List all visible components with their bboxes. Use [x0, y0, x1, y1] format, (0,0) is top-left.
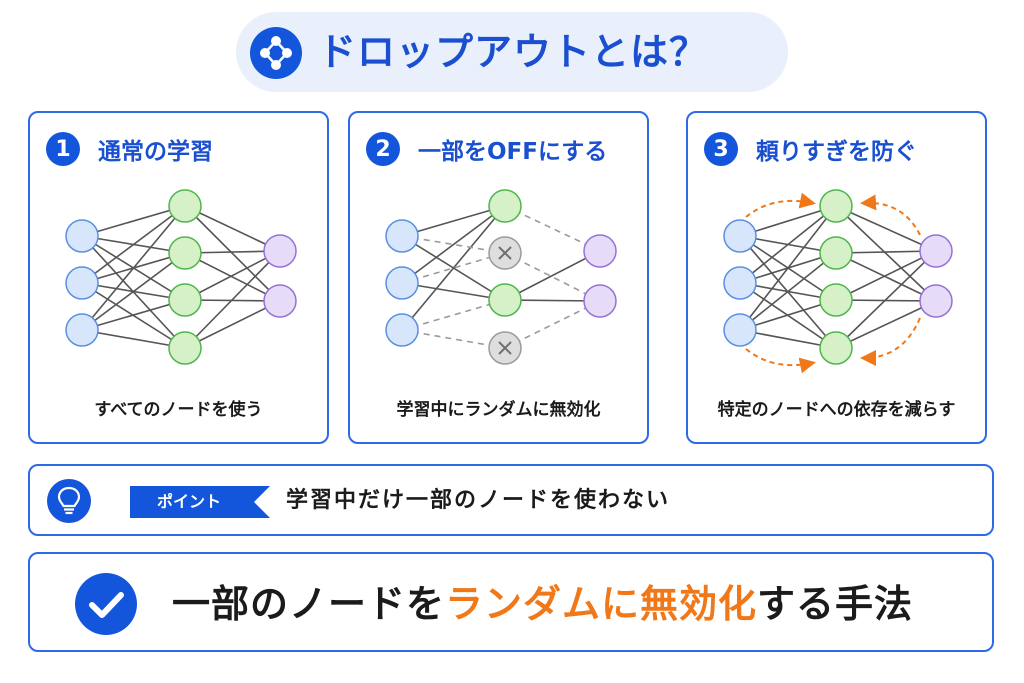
panel-title: 一部をOFFにする — [418, 139, 608, 165]
point-tag-label: ポイント — [156, 492, 221, 511]
point-bar: ポイント 学習中だけ一部のノードを使わない — [28, 464, 994, 536]
step-number-badge: 3 — [704, 132, 738, 166]
panel-title: 通常の学習 — [98, 139, 213, 165]
step-number-badge: 1 — [46, 132, 80, 166]
lightbulb-icon — [46, 478, 92, 524]
summary-text-after: する手法 — [757, 582, 914, 626]
point-text: 学習中だけ一部のノードを使わない — [286, 488, 671, 513]
point-tag: ポイント — [130, 486, 270, 518]
panel-dropout: 2 一部をOFFにする — [348, 111, 649, 444]
panel-header: 3 頼りすぎを防ぐ — [704, 131, 917, 167]
panel-normal-learning: 1 通常の学習 すべてのノードを使う — [28, 111, 329, 444]
panel-title: 頼りすぎを防ぐ — [756, 139, 917, 165]
step-number-badge: 2 — [366, 132, 400, 166]
panel-caption: すべてのノードを使う — [94, 400, 263, 420]
x-mark-icon — [488, 331, 522, 365]
curved-arrow-icon — [745, 192, 921, 374]
summary-bar: 一部のノードをランダムに無効化する手法 — [28, 552, 994, 652]
check-icon — [74, 572, 138, 636]
summary-text: 一部のノードをランダムに無効化する手法 — [172, 576, 913, 632]
summary-text-before: 一部のノードを — [172, 582, 446, 626]
x-mark-icon — [488, 236, 522, 270]
panel-header: 2 一部をOFFにする — [366, 131, 607, 167]
robust-network-diagram — [723, 189, 953, 374]
summary-highlight: ランダムに無効化 — [445, 582, 758, 626]
title-banner — [236, 12, 788, 92]
panel-caption: 特定のノードへの依存を減らす — [717, 400, 956, 420]
panel-prevent-dependence: 3 頼りすぎを防ぐ — [686, 111, 987, 444]
panel-caption: 学習中にランダムに無効化 — [396, 400, 601, 420]
panel-header: 1 通常の学習 — [46, 131, 213, 167]
page-title: ドロップアウトとは？ — [318, 30, 709, 74]
network-icon — [250, 27, 302, 79]
full-network-diagram — [65, 189, 297, 365]
dropout-network-diagram — [385, 189, 617, 365]
